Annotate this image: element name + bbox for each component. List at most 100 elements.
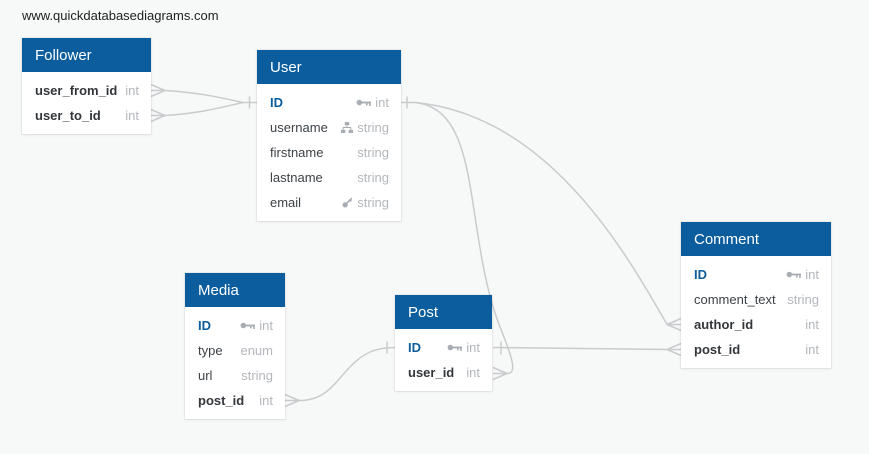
field-row-follower-user_from_id: user_from_id int — [22, 78, 151, 103]
field-row-user-username: username string — [257, 115, 401, 140]
field-row-post-ID: ID int — [395, 335, 492, 360]
relationship-user-id-to-post-user_id — [401, 96, 514, 381]
field-type-group: int — [240, 318, 273, 333]
field-row-post-user_id: user_id int — [395, 360, 492, 385]
field-type-group: string — [241, 368, 273, 383]
field-type-group: int — [125, 83, 139, 98]
field-name: ID — [198, 318, 211, 333]
crowsfoot-many-icon — [666, 317, 682, 332]
field-name: email — [270, 195, 302, 210]
field-type-group: int — [805, 317, 819, 332]
field-type: int — [466, 365, 480, 380]
relationship-follower-user_to_id-to-user-id — [150, 101, 244, 123]
table-title: Media — [198, 281, 239, 299]
field-row-comment-ID: ID int — [681, 262, 831, 287]
field-type: int — [805, 267, 819, 282]
field-name: username — [270, 120, 328, 135]
relationship-follower-user_from_id-to-user-id — [150, 83, 257, 109]
relationship-user-id-to-comment-author_id — [414, 101, 682, 332]
field-type: int — [125, 83, 139, 98]
primary-key-icon — [240, 321, 256, 330]
field-name: lastname — [270, 170, 323, 185]
field-type: enum — [240, 343, 273, 358]
field-type-group: int — [259, 393, 273, 408]
table-user-body: ID int username string firstname string lastna… — [257, 84, 401, 221]
primary-key-icon — [356, 98, 372, 107]
field-type-group: int — [447, 340, 480, 355]
field-type-group: string — [341, 120, 389, 135]
primary-key-icon — [786, 270, 802, 279]
field-name: comment_text — [694, 292, 776, 307]
field-name: author_id — [694, 317, 754, 332]
table-media-header[interactable]: Media — [185, 273, 285, 307]
field-type: string — [357, 120, 389, 135]
field-row-media-post_id: post_id int — [185, 388, 285, 413]
field-row-media-ID: ID int — [185, 313, 285, 338]
table-title: Comment — [694, 230, 760, 248]
field-type: string — [357, 145, 389, 160]
field-row-comment-post_id: post_id int — [681, 337, 831, 362]
field-type: string — [241, 368, 273, 383]
field-row-comment-author_id: author_id int — [681, 312, 831, 337]
crowsfoot-many-icon — [150, 83, 166, 98]
field-name: post_id — [198, 393, 245, 408]
table-title: User — [270, 58, 302, 76]
table-post-body: ID int user_id int — [395, 329, 492, 391]
field-type-group: int — [466, 365, 480, 380]
field-row-media-url: url string — [185, 363, 285, 388]
field-type: int — [466, 340, 480, 355]
field-name: ID — [694, 267, 707, 282]
primary-key-icon — [447, 343, 463, 352]
unique-key-icon — [342, 197, 353, 208]
index-icon — [341, 122, 354, 133]
field-type: int — [259, 318, 273, 333]
field-name: user_from_id — [35, 83, 118, 98]
crowsfoot-many-icon — [150, 108, 166, 123]
field-type: int — [125, 108, 139, 123]
field-row-user-email: email string — [257, 190, 401, 215]
relationship-post-id-to-comment-post_id — [492, 341, 682, 357]
field-type: string — [357, 170, 389, 185]
field-type: int — [259, 393, 273, 408]
field-type-group: int — [805, 342, 819, 357]
table-post-header[interactable]: Post — [395, 295, 492, 329]
field-type: int — [805, 317, 819, 332]
field-type-group: string — [357, 170, 389, 185]
field-type-group: int — [125, 108, 139, 123]
field-name: ID — [270, 95, 283, 110]
table-user-header[interactable]: User — [257, 50, 401, 84]
field-name: ID — [408, 340, 421, 355]
site-url-label: www.quickdatabasediagrams.com — [22, 8, 219, 23]
field-name: firstname — [270, 145, 324, 160]
field-type: int — [375, 95, 389, 110]
field-type-group: string — [357, 145, 389, 160]
field-row-user-firstname: firstname string — [257, 140, 401, 165]
field-type-group: string — [787, 292, 819, 307]
field-row-comment-comment_text: comment_text string — [681, 287, 831, 312]
relationship-media-post_id-to-post-id — [284, 341, 396, 408]
crowsfoot-many-icon — [284, 393, 300, 408]
table-comment-header[interactable]: Comment — [681, 222, 831, 256]
crowsfoot-many-icon — [666, 342, 682, 357]
field-type-group: enum — [240, 343, 273, 358]
field-type-group: string — [342, 195, 389, 210]
table-title: Post — [408, 303, 439, 321]
field-row-user-ID: ID int — [257, 90, 401, 115]
field-name: user_id — [408, 365, 455, 380]
field-name: url — [198, 368, 213, 383]
field-name: post_id — [694, 342, 741, 357]
field-type: string — [787, 292, 819, 307]
table-follower-header[interactable]: Follower — [22, 38, 151, 72]
field-type-group: int — [786, 267, 819, 282]
